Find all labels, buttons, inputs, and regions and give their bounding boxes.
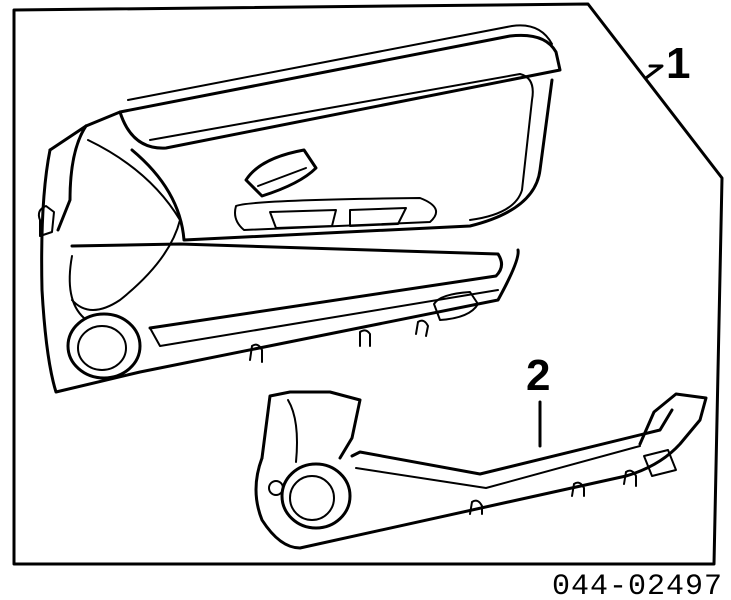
diagram-frame — [12, 2, 724, 566]
door-trim-panel-icon — [37, 24, 562, 394]
armrest-lower-trim-icon — [254, 390, 708, 550]
callout-2: 2 — [526, 351, 550, 400]
leader-line-1 — [644, 64, 664, 80]
figure-number: 044-02497 — [552, 570, 723, 600]
callout-1: 1 — [666, 39, 690, 88]
